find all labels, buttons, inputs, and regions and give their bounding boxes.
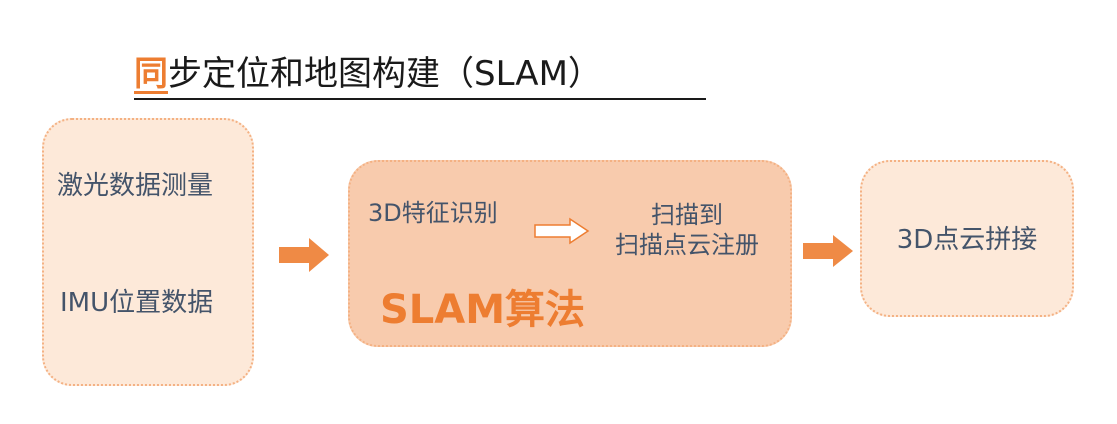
page-title: 同步定位和地图构建（SLAM） [134,52,706,100]
output-box [860,160,1074,317]
input-to-slam-arrow-icon [279,238,329,272]
input-data-box [42,118,254,386]
title-rest: 步定位和地图构建（SLAM） [168,54,602,94]
scan-registration-label: 扫描到 扫描点云注册 [597,200,777,260]
point-cloud-stitching-label: 3D点云拼接 [896,225,1038,255]
slam-to-output-arrow-icon [803,235,853,267]
laser-data-label: 激光数据测量 [57,171,214,201]
slam-algorithm-title: SLAM算法 [380,287,586,333]
imu-data-label: IMU位置数据 [60,288,214,318]
feature-to-registration-arrow-icon [534,217,590,245]
scan-registration-line2: 扫描点云注册 [615,231,759,259]
slam-algorithm-box [348,160,792,347]
scan-registration-line1: 扫描到 [651,201,723,229]
title-first-char: 同 [134,54,168,94]
feature-recognition-label: 3D特征识别 [368,199,498,227]
